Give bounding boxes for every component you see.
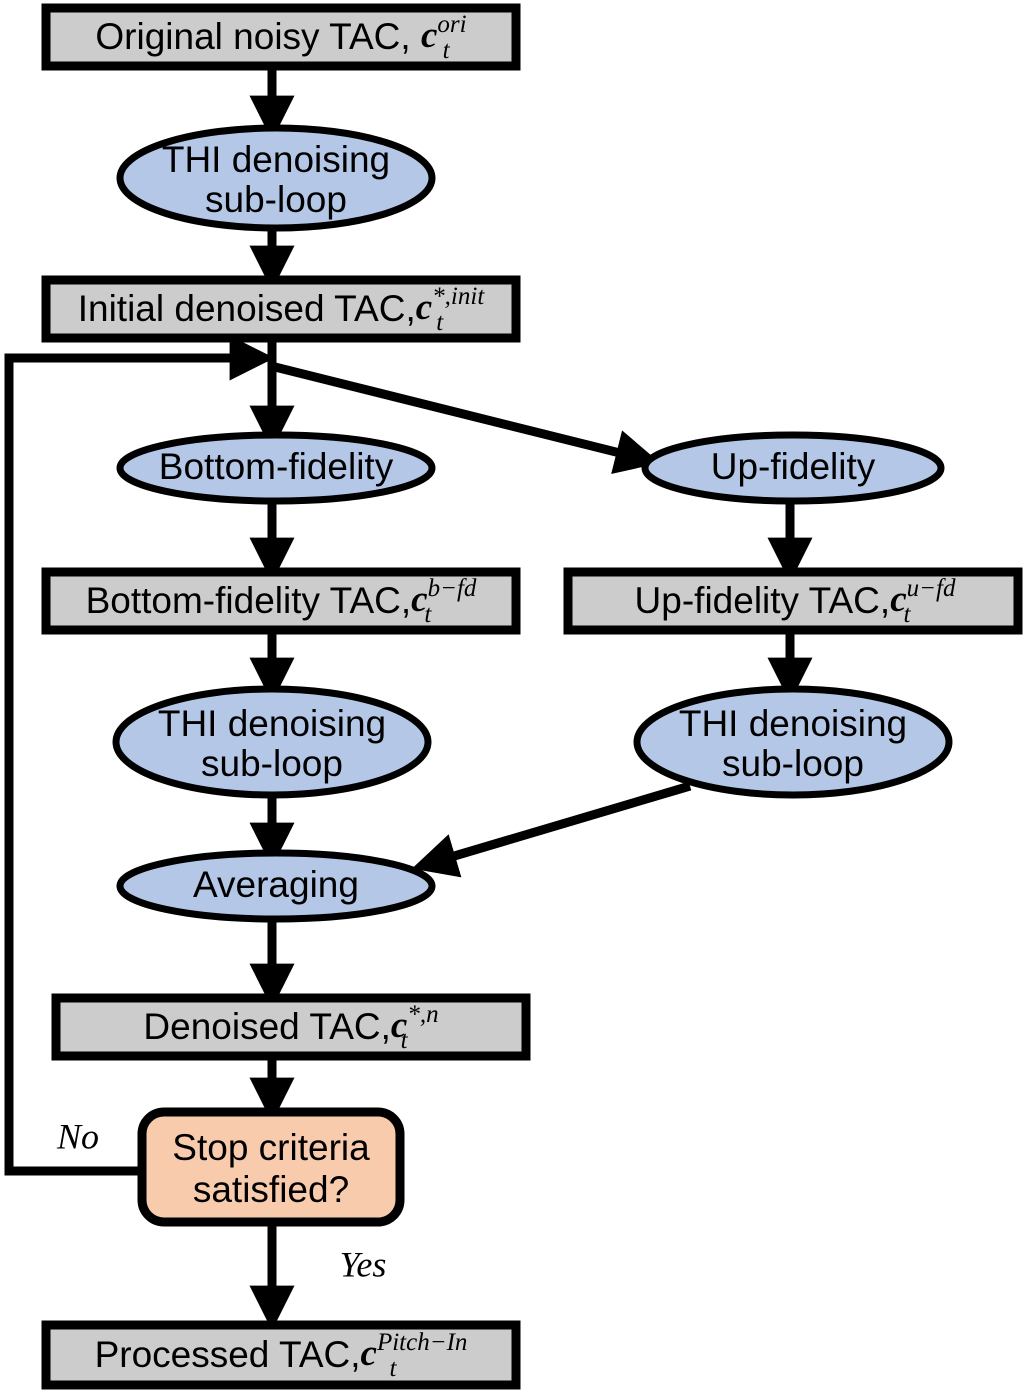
bottom-fidelity-ellipse <box>116 431 436 505</box>
thi-denoising-left-ellipse <box>112 685 432 799</box>
stop-criteria-label-line1: Stop criteria <box>172 1127 370 1168</box>
initial-denoised-tac-box <box>41 275 521 343</box>
thi-denoising-right-label-line1: THI denoising <box>679 703 907 744</box>
node-thi-denoising-top: THI denoising sub-loop <box>116 124 436 232</box>
thi-denoising-right-label-line2: sub-loop <box>722 743 864 784</box>
bottom-fidelity-tac-box <box>41 567 521 635</box>
thi-denoising-top-label-line2: sub-loop <box>205 179 347 220</box>
edge-label-yes: Yes <box>340 1244 387 1284</box>
node-stop-criteria: Stop criteria satisfied? <box>137 1107 405 1227</box>
bottom-fidelity-label: Bottom-fidelity <box>159 446 394 487</box>
node-up-fidelity: Up-fidelity <box>641 431 945 505</box>
edge-thi-right-to-averaging <box>411 781 692 878</box>
averaging-label: Averaging <box>193 864 359 905</box>
thi-denoising-right-ellipse <box>633 685 953 799</box>
up-fidelity-label: Up-fidelity <box>711 446 876 487</box>
edge-feedback-loop-no <box>4 335 275 1176</box>
up-fidelity-tac-box <box>563 567 1023 635</box>
thi-denoising-left-label-line2: sub-loop <box>201 743 343 784</box>
edge-junction-to-up-fidelity <box>273 362 661 474</box>
denoised-tac-box <box>51 993 531 1061</box>
original-noisy-tac-box <box>41 3 521 71</box>
node-averaging: Averaging <box>116 849 436 923</box>
processed-tac-box <box>41 1320 521 1390</box>
stop-criteria-label-line2: satisfied? <box>193 1169 349 1210</box>
edge-label-no: No <box>56 1116 99 1156</box>
thi-denoising-top-ellipse <box>116 124 436 232</box>
thi-denoising-top-label-line1: THI denoising <box>162 139 390 180</box>
up-fidelity-ellipse <box>641 431 945 505</box>
node-bottom-fidelity: Bottom-fidelity <box>116 431 436 505</box>
node-thi-denoising-left: THI denoising sub-loop <box>112 685 432 799</box>
averaging-ellipse <box>116 849 436 923</box>
stop-criteria-box <box>137 1107 405 1227</box>
node-thi-denoising-right: THI denoising sub-loop <box>633 685 953 799</box>
thi-denoising-left-label-line1: THI denoising <box>158 703 386 744</box>
